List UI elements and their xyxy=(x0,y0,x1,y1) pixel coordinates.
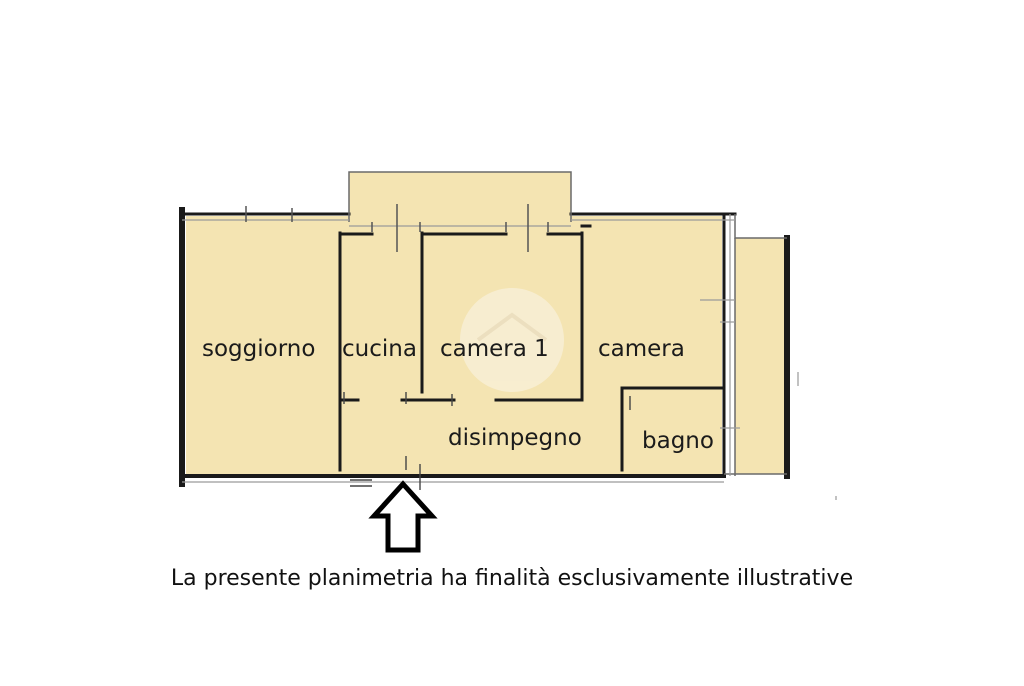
room-label-camera: camera xyxy=(598,336,685,362)
terrace-outline xyxy=(724,214,787,476)
room-label-disimpegno: disimpegno xyxy=(448,425,582,451)
terrace-floor xyxy=(735,238,787,474)
window-ticks xyxy=(245,204,549,252)
room-label-cucina: cucina xyxy=(342,336,417,362)
balcony-outline xyxy=(348,171,572,222)
floor-areas xyxy=(186,172,787,474)
windows xyxy=(182,214,837,500)
interior-walls xyxy=(338,224,726,472)
balcony-floor xyxy=(349,172,571,222)
disclaimer-caption: La presente planimetria ha finalità escl… xyxy=(170,566,854,591)
outer-walls xyxy=(179,207,790,487)
room-label-camera-1: camera 1 xyxy=(440,336,549,362)
main-floor xyxy=(186,216,722,474)
door-details xyxy=(343,392,631,490)
room-label-soggiorno: soggiorno xyxy=(202,336,315,362)
entrance-arrow-icon xyxy=(368,480,438,553)
room-label-bagno: bagno xyxy=(642,428,714,454)
house-watermark-icon xyxy=(460,288,564,392)
